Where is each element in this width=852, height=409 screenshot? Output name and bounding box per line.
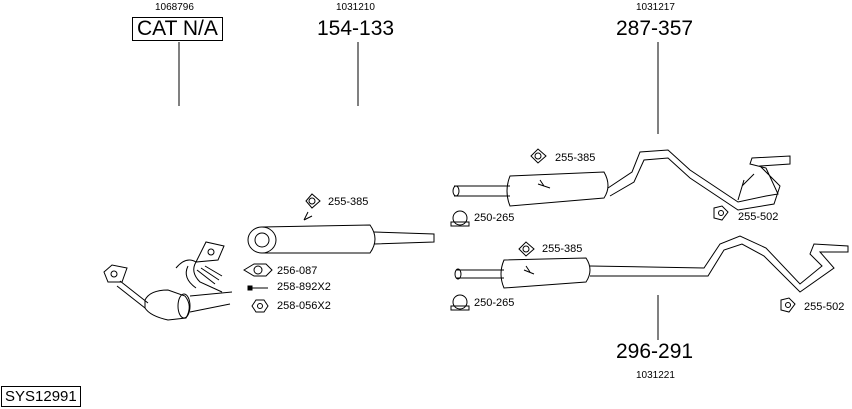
group-label-154: 154-133: [317, 17, 395, 40]
part-label-bolt: 258-892X2: [277, 281, 331, 293]
rear-silencer-upper-drawing: [452, 149, 791, 211]
clamp-drawing-b: [450, 294, 470, 311]
part-label-clamp-a: 250-265: [474, 212, 515, 224]
rear-silencer-lower-drawing: [454, 235, 849, 293]
bolt-drawing: [247, 285, 268, 291]
part-label-mount-a: 255-502: [738, 211, 779, 223]
group-label-296: 296-291: [616, 340, 694, 363]
group-label-287: 287-357: [616, 17, 694, 40]
gasket-drawing: [243, 263, 273, 277]
group-label-cat: CAT N/A: [132, 17, 223, 41]
group-ref-154: 1031210: [336, 2, 375, 13]
mount-drawing-a: [713, 205, 729, 221]
group-ref-287: 1031217: [636, 2, 675, 13]
group-ref-296: 1031221: [636, 370, 675, 381]
part-label-gasket: 256-087: [277, 265, 318, 277]
part-label-hanger-c: 255-385: [542, 243, 583, 255]
nut-drawing: [251, 299, 269, 313]
part-label-mount-b: 255-502: [804, 301, 845, 313]
hanger-drawing-b: [530, 148, 547, 164]
part-label-clamp-b: 250-265: [474, 297, 515, 309]
system-code: SYS12991: [1, 386, 81, 407]
catalytic-converter-drawing: [103, 241, 233, 321]
part-label-hanger-a: 255-385: [328, 196, 369, 208]
front-muffler-drawing: [247, 211, 435, 254]
hanger-drawing-c: [518, 241, 535, 257]
group-ref-cat: 1068796: [155, 2, 194, 13]
part-label-nut: 258-056X2: [277, 300, 331, 312]
mount-drawing-b: [780, 297, 796, 313]
hanger-drawing-a: [305, 193, 321, 209]
clamp-drawing-a: [450, 210, 470, 227]
part-label-hanger-b: 255-385: [555, 152, 596, 164]
